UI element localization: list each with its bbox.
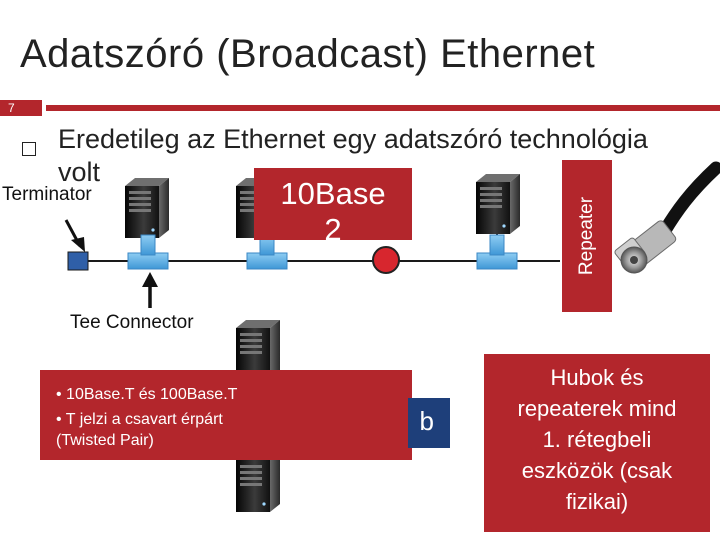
info-item: • T jelzi a csavart érpárt bbox=[56, 411, 223, 428]
bullet-box-icon bbox=[22, 142, 36, 156]
callout-line: fizikai) bbox=[565, 489, 629, 514]
callout-line: 1. rétegbeli bbox=[542, 427, 652, 452]
hub-label-box bbox=[408, 398, 450, 448]
terminator-label: Terminator bbox=[2, 184, 92, 205]
repeater-node-icon bbox=[372, 246, 400, 274]
repeater-label: Repeater bbox=[576, 196, 597, 276]
hub-label: b bbox=[419, 406, 434, 436]
ten-base2-label-line1: 10Base bbox=[280, 176, 386, 211]
info-box bbox=[40, 370, 412, 460]
slide-title: Adatszóró (Broadcast) Ethernet bbox=[20, 32, 596, 76]
tee-connector-icon bbox=[476, 234, 518, 270]
callout-line: repeaterek mind bbox=[517, 396, 677, 421]
terminator-icon bbox=[67, 251, 89, 271]
callout-line: eszközök (csak bbox=[521, 458, 673, 483]
repeater-label-box bbox=[562, 160, 612, 312]
server-tower-icon bbox=[476, 174, 520, 234]
callout-box bbox=[484, 354, 710, 532]
ten-base2-label-line2: 2 bbox=[324, 212, 342, 240]
bullet-text-line2: volt bbox=[58, 157, 101, 187]
server-tower-icon bbox=[236, 452, 280, 512]
slide-number: 7 bbox=[8, 101, 15, 115]
tee-connector-label: Tee Connector bbox=[70, 312, 194, 333]
callout-text: Hubok és repeaterek mind 1. rétegbeli es… bbox=[484, 362, 710, 517]
ten-base2-label-box: 10Base 2 bbox=[254, 168, 412, 240]
bullet-text-line1: Eredetileg az Ethernet egy adatszóró tec… bbox=[58, 124, 648, 154]
arrow-up-icon bbox=[142, 272, 158, 308]
tee-connector-icon bbox=[246, 234, 288, 270]
coax-cable-icon bbox=[614, 161, 720, 274]
slide-number-bar bbox=[0, 100, 42, 116]
callout-line: Hubok és bbox=[550, 365, 644, 390]
info-item: • 10Base.T és 100Base.T bbox=[56, 386, 238, 403]
server-tower-icon bbox=[125, 178, 169, 238]
title-rule bbox=[46, 105, 720, 111]
tee-connector-icon bbox=[127, 234, 169, 270]
arrow-up-icon bbox=[64, 219, 85, 252]
info-item: (Twisted Pair) bbox=[56, 432, 154, 449]
